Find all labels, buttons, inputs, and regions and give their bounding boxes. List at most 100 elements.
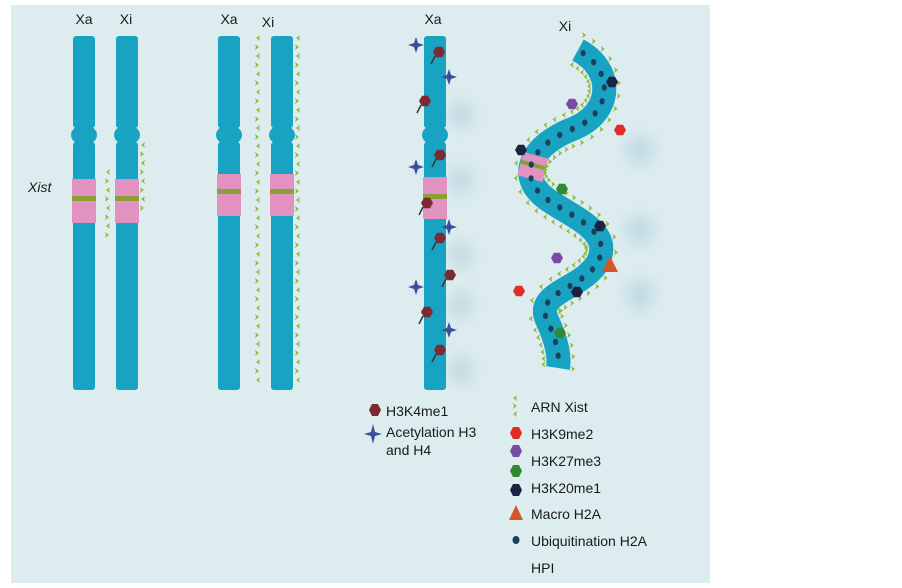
h3k20me1-mark (515, 144, 527, 156)
h3k27me3-green-icon (510, 465, 522, 477)
label-xist-gene: Xist (27, 179, 52, 195)
xist-rna-leaf (571, 261, 576, 268)
legend-h3k9me2-label: H3K9me2 (531, 426, 593, 442)
ubiquitination-dot (580, 49, 586, 57)
legend-left: H3K4me1 Acetylation H3 and H4 (364, 403, 476, 458)
acetylation-star (408, 159, 424, 175)
ubiquitination-dot (589, 266, 596, 273)
mark-tail (431, 353, 437, 363)
xist-rna-leaf (534, 128, 539, 135)
chromosome-xi-stage2 (269, 36, 295, 390)
xist-rna-leaf (580, 139, 585, 146)
xist-rna-leaf (513, 411, 517, 417)
ubiquitination-dot (528, 161, 534, 168)
xist-rna-leaf (255, 134, 259, 140)
xist-rna-leaf (105, 196, 109, 202)
xist-rna-leaf (296, 377, 300, 383)
xist-rna-leaf (536, 334, 541, 341)
xist-rna-leaf (256, 215, 260, 221)
xist-rna-leaf (255, 278, 259, 284)
xist-rna-leaf (106, 169, 110, 175)
xist-rna-leaf (140, 151, 144, 157)
xist-rna-leaf (296, 197, 300, 203)
acetylation-star (441, 219, 457, 235)
xist-rna-leaf (538, 283, 543, 290)
xist-rna-leaf (255, 242, 259, 248)
xist-rna-leaf (538, 341, 543, 348)
xist-rna-leaf (582, 241, 587, 248)
xi-wavy-ubiquitination-dots (528, 49, 607, 359)
xist-rna-leaf (570, 300, 575, 307)
xist-rna-leaf (256, 71, 260, 77)
xist-rna-leaf (526, 136, 531, 143)
xist-rna-leaf (525, 199, 530, 206)
xist-rna-leaf (569, 61, 574, 68)
xist-rna-leaf (105, 214, 109, 220)
xist-rna-leaf (255, 260, 259, 266)
background-halos (449, 101, 654, 384)
xi-wavy-xist-rna (513, 32, 621, 372)
xist-rna-leaf (256, 107, 260, 113)
ubiquitination-dot (557, 131, 563, 139)
xist-rna-leaf (616, 79, 621, 86)
xist-rna-leaf (605, 220, 610, 227)
xist-rna-leaf (295, 314, 299, 320)
legend-h3k27me3-label: H3K27me3 (531, 453, 601, 469)
ubiquitination-dot (555, 352, 561, 359)
xist-rna-leaf (558, 223, 563, 230)
xist-rna-leaf (561, 112, 566, 119)
xist-rna-leaf (587, 83, 592, 90)
xist-rna-leaf (256, 341, 260, 347)
ubiquitination-dot (599, 98, 605, 105)
xist-rna-leaf (105, 232, 109, 238)
xist-rna-leaf (514, 160, 519, 167)
ubiquitination-dot (535, 187, 541, 194)
xist-rna-leaf (296, 215, 300, 221)
xist-rna-leaf (255, 314, 259, 320)
legend-right: ARN Xist H3K9me2 H3K27me3 H3K20me1 Macro… (509, 395, 648, 576)
mark-tail (430, 55, 436, 65)
xist-rna-leaf (256, 161, 260, 167)
h3k27me3-icon (510, 445, 522, 457)
xist-rna-leaf (581, 253, 586, 260)
xist-rna-leaf (256, 179, 260, 185)
xist-rna-leaf (255, 116, 259, 122)
xist-rna-leaf (566, 228, 571, 235)
xist-rna-leaf (590, 133, 595, 140)
xist-rna-leaf (577, 257, 582, 264)
chromosome-xa-stage1 (71, 36, 97, 390)
xist-rna-leaf (541, 361, 546, 368)
xist-rna-leaf (585, 92, 590, 99)
h3k4me1-mark (434, 344, 446, 356)
ubiquitination-dot (591, 59, 597, 66)
xist-rna-leaf (256, 269, 260, 275)
xist-rna-leaf (296, 341, 300, 347)
label-xi-2: Xi (262, 14, 274, 30)
label-xa-2: Xa (220, 11, 237, 27)
xist-rna-leaf (616, 92, 621, 99)
xist-rna-leaf (296, 143, 300, 149)
ubiquitination-dot (598, 70, 604, 78)
ubiquitination-dot (552, 338, 559, 346)
acetylation-star (441, 322, 457, 338)
xist-rna-leaf (541, 355, 546, 362)
xist-rna-leaf (296, 161, 300, 167)
xist-rna-leaf (296, 35, 300, 41)
xist-rna-leaf (564, 146, 569, 153)
arn-xist-leaf-icon (513, 395, 517, 417)
xist-rna-leaf (614, 67, 619, 74)
xist-rna-leaf (255, 80, 259, 86)
xist-rna-leaf (588, 205, 593, 212)
acetylation-star (408, 37, 424, 53)
xist-rna-leaf (600, 46, 605, 53)
h3k4me1-mark (419, 95, 431, 107)
xist-rna-leaf (255, 44, 259, 50)
ubiquitination-dot (582, 119, 588, 126)
xist-rna-leaf (513, 175, 518, 182)
ubiquitination-dot (569, 211, 575, 218)
xist-rna-leaf (583, 97, 588, 104)
xist-rna-leaf (295, 332, 299, 338)
xist-rna-leaf (529, 297, 534, 304)
xist-rna-leaf (552, 154, 557, 161)
xist-rna-leaf (614, 249, 619, 256)
